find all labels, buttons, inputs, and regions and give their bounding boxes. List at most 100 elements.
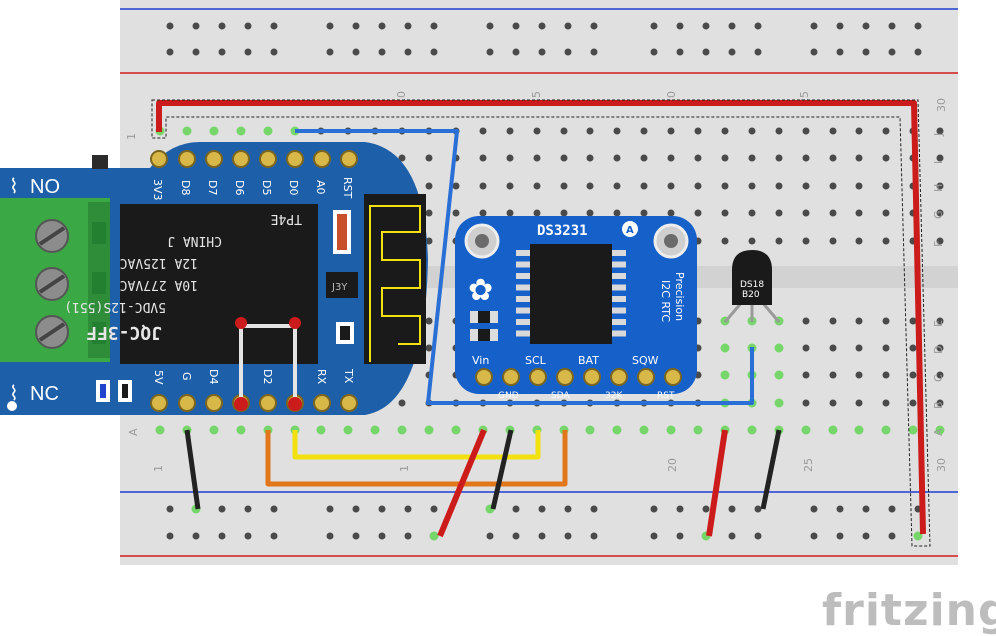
grid-hole[interactable] [828,425,838,435]
grid-hole[interactable] [560,127,568,135]
rail-hole[interactable] [836,48,844,56]
rail-hole[interactable] [512,505,520,513]
relay-top-pin[interactable] [150,150,168,168]
grid-hole[interactable] [398,399,406,407]
rail-hole[interactable] [404,48,412,56]
rail-hole[interactable] [404,22,412,30]
grid-hole[interactable] [640,182,648,190]
grid-hole[interactable] [424,425,434,435]
grid-hole[interactable] [479,127,487,135]
rail-hole[interactable] [352,505,360,513]
grid-hole[interactable] [748,154,756,162]
rail-hole[interactable] [888,48,896,56]
rail-hole[interactable] [512,48,520,56]
rail-hole[interactable] [676,505,684,513]
grid-hole[interactable] [882,209,890,217]
grid-hole[interactable] [855,317,863,325]
rail-hole[interactable] [914,22,922,30]
grid-hole[interactable] [397,425,407,435]
rail-hole[interactable] [486,48,494,56]
grid-hole[interactable] [829,209,837,217]
grid-hole[interactable] [748,209,756,217]
rtc-pin[interactable] [502,368,520,386]
grid-hole[interactable] [774,343,784,353]
rtc-pin[interactable] [529,368,547,386]
rail-hole[interactable] [862,532,870,540]
rail-hole[interactable] [270,505,278,513]
rail-hole[interactable] [378,505,386,513]
rail-hole[interactable] [564,505,572,513]
rail-hole[interactable] [728,505,736,513]
rtc-pin[interactable] [475,368,493,386]
relay-top-pin[interactable] [232,150,250,168]
relay-bottom-pin[interactable] [259,394,277,412]
grid-hole[interactable] [479,209,487,217]
relay-top-pin[interactable] [313,150,331,168]
grid-hole[interactable] [882,182,890,190]
grid-hole[interactable] [802,209,810,217]
rail-hole[interactable] [192,22,200,30]
grid-hole[interactable] [775,127,783,135]
rail-hole[interactable] [244,22,252,30]
grid-hole[interactable] [613,182,621,190]
grid-hole[interactable] [936,127,944,135]
grid-hole[interactable] [721,127,729,135]
grid-hole[interactable] [855,209,863,217]
rail-hole[interactable] [754,48,762,56]
grid-hole[interactable] [909,399,917,407]
grid-hole[interactable] [236,126,246,136]
rail-hole[interactable] [862,48,870,56]
grid-hole[interactable] [506,127,514,135]
relay-jumper-loop[interactable] [239,324,297,404]
grid-hole[interactable] [586,182,594,190]
rail-hole[interactable] [888,505,896,513]
yellow-wire[interactable] [292,430,541,460]
rail-hole[interactable] [810,48,818,56]
grid-hole[interactable] [721,182,729,190]
grid-hole[interactable] [182,126,192,136]
rail-hole[interactable] [836,22,844,30]
rail-hole[interactable] [429,531,439,541]
grid-hole[interactable] [666,425,676,435]
grid-hole[interactable] [855,237,863,245]
rail-hole[interactable] [676,22,684,30]
rail-hole[interactable] [702,22,710,30]
grid-hole[interactable] [533,154,541,162]
grid-hole[interactable] [721,237,729,245]
grid-hole[interactable] [774,370,784,380]
grid-hole[interactable] [936,344,944,352]
grid-hole[interactable] [855,127,863,135]
grid-hole[interactable] [640,154,648,162]
rail-hole[interactable] [728,22,736,30]
rail-hole[interactable] [378,48,386,56]
red-wire-3v3-loop[interactable] [156,100,926,535]
grid-hole[interactable] [425,344,433,352]
rail-hole[interactable] [486,532,494,540]
grid-hole[interactable] [748,127,756,135]
grid-hole[interactable] [936,237,944,245]
grid-hole[interactable] [398,154,406,162]
grid-hole[interactable] [533,182,541,190]
rail-hole[interactable] [538,505,546,513]
rail-hole[interactable] [244,505,252,513]
rail-hole[interactable] [914,48,922,56]
rail-hole[interactable] [218,532,226,540]
rail-hole[interactable] [538,22,546,30]
grid-hole[interactable] [802,154,810,162]
grid-hole[interactable] [775,154,783,162]
grid-hole[interactable] [533,127,541,135]
rail-hole[interactable] [676,48,684,56]
grid-hole[interactable] [586,154,594,162]
grid-hole[interactable] [829,127,837,135]
grid-hole[interactable] [720,343,730,353]
grid-hole[interactable] [560,182,568,190]
rtc-pin[interactable] [664,368,682,386]
rail-hole[interactable] [650,532,658,540]
relay-top-pin[interactable] [286,150,304,168]
grid-hole[interactable] [479,182,487,190]
rtc-pin[interactable] [556,368,574,386]
grid-hole[interactable] [935,425,945,435]
rail-hole[interactable] [270,532,278,540]
rail-hole[interactable] [650,48,658,56]
rail-hole[interactable] [192,48,200,56]
